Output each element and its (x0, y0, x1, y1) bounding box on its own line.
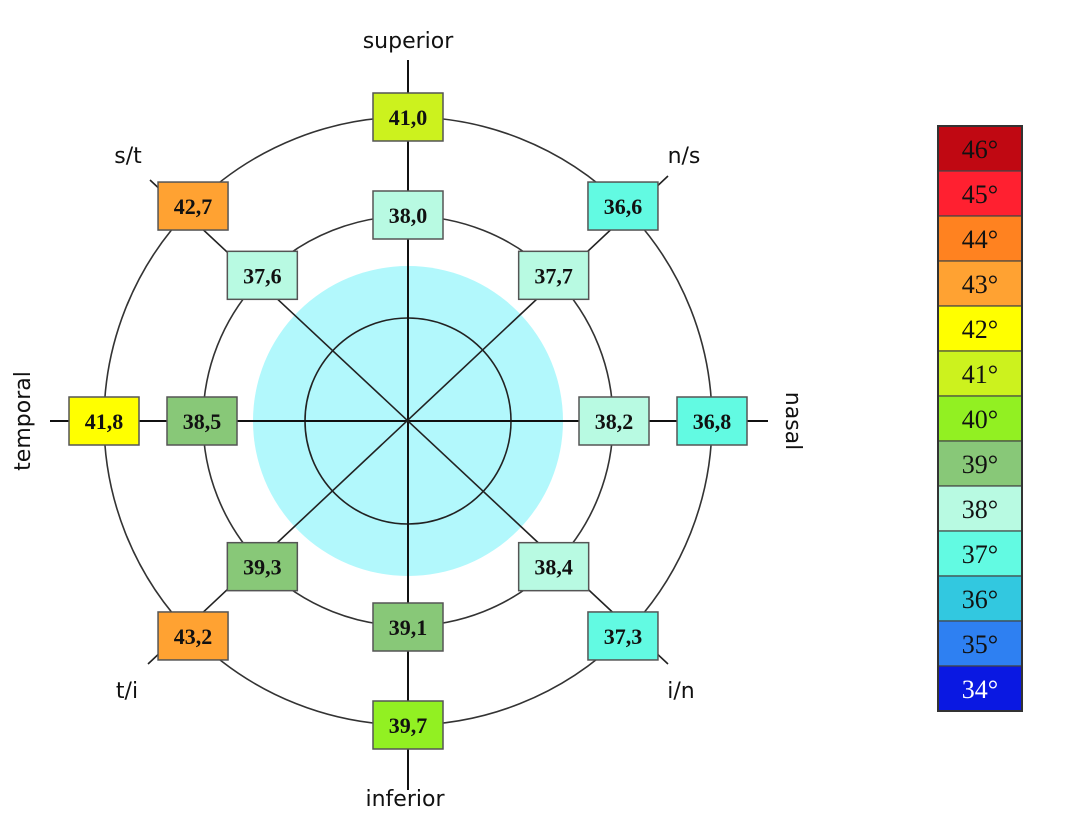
legend-cell: 46° (937, 125, 1023, 172)
legend-label: 45° (962, 180, 998, 209)
measurement-box-bg (587, 611, 659, 661)
measurement-value: 37,7 (534, 263, 573, 288)
legend-cell: 39° (937, 440, 1023, 487)
measurement-box-ns-inner: 37,7 (517, 250, 590, 301)
measurement-value: 42,7 (174, 194, 213, 219)
measurement-box-ti-inner: 39,3 (226, 541, 299, 592)
measurement-box-ti-outer: 43,2 (157, 611, 229, 661)
legend-cell: 42° (937, 305, 1023, 352)
legend-cell: 45° (937, 170, 1023, 217)
measurement-box-in-outer: 37,3 (587, 611, 659, 661)
legend-label: 40° (962, 405, 998, 434)
legend-swatch (937, 215, 1023, 262)
measurement-box-ns-outer: 36,6 (587, 181, 659, 231)
measurement-box-nasal-outer: 36,8 (676, 396, 748, 446)
measurement-value: 36,6 (604, 194, 643, 219)
legend-label: 42° (962, 315, 998, 344)
measurement-value: 37,6 (243, 263, 282, 288)
measurement-box-bg (587, 181, 659, 231)
legend-swatch (937, 125, 1023, 172)
measurement-box-bg (226, 541, 299, 592)
legend-cell: 36° (937, 575, 1023, 622)
legend-cell: 38° (937, 485, 1023, 532)
legend-cell: 34° (937, 665, 1023, 712)
measurement-value: 39,7 (389, 713, 428, 738)
legend-label: 38° (962, 495, 998, 524)
legend-swatch (937, 575, 1023, 622)
polar-grid (50, 60, 768, 790)
label-in: i/n (667, 679, 694, 704)
legend-cell: 41° (937, 350, 1023, 397)
label-st: s/t (114, 144, 142, 169)
measurement-value: 38,0 (389, 203, 428, 228)
legend-label: 41° (962, 360, 998, 389)
measurement-value: 38,4 (534, 555, 573, 580)
measurement-box-bg (676, 396, 748, 446)
label-superior: superior (363, 29, 455, 54)
measurement-box-in-inner: 38,4 (517, 541, 590, 592)
legend-cell: 44° (937, 215, 1023, 262)
measurement-value: 41,8 (85, 409, 124, 434)
legend-cell: 40° (937, 395, 1023, 442)
measurement-value: 38,5 (183, 409, 222, 434)
measurement-box-bg (157, 611, 229, 661)
measurement-box-st-inner: 37,6 (226, 250, 299, 301)
label-nasal: nasal (780, 392, 805, 450)
legend-border (937, 125, 1023, 712)
measurement-value: 38,2 (595, 409, 634, 434)
measurement-box-temporal-outer: 41,8 (68, 396, 140, 446)
measurement-box-bg (578, 396, 650, 446)
legend-label: 34° (962, 675, 998, 704)
legend-cell: 37° (937, 530, 1023, 577)
color-scale-legend: 46° 45° 44° 43° 42° 41° 40° 39° 38° 37° 36° 35° 34° (937, 125, 1023, 712)
legend-label: 35° (962, 630, 998, 659)
measurement-box-bg (372, 700, 444, 750)
legend-label: 43° (962, 270, 998, 299)
label-inferior: inferior (366, 787, 446, 812)
legend-label: 44° (962, 225, 998, 254)
label-temporal: temporal (11, 371, 36, 471)
measurement-value: 39,1 (389, 615, 428, 640)
legend-cell: 35° (937, 620, 1023, 667)
measurement-box-inferior-inner: 39,1 (372, 602, 444, 652)
measurement-value: 41,0 (389, 105, 428, 130)
legend-swatch (937, 350, 1023, 397)
measurement-box-inferior-outer: 39,7 (372, 700, 444, 750)
legend-cell: 43° (937, 260, 1023, 307)
legend-label: 37° (962, 540, 998, 569)
label-ti: t/i (116, 679, 138, 704)
measurement-box-bg (226, 250, 299, 301)
measurement-box-superior-outer: 41,0 (372, 92, 444, 142)
legend-label: 39° (962, 450, 998, 479)
measurement-box-nasal-inner: 38,2 (578, 396, 650, 446)
measurement-box-bg (372, 190, 444, 240)
legend-swatch (937, 170, 1023, 217)
measurement-box-st-outer: 42,7 (157, 181, 229, 231)
measurement-value: 37,3 (604, 624, 643, 649)
measurement-boxes: 41,0 38,0 42,7 37,6 36,6 37,7 41,8 38,5 36,8 38,2… (68, 92, 748, 750)
measurement-box-bg (372, 92, 444, 142)
measurement-box-superior-inner: 38,0 (372, 190, 444, 240)
measurement-box-bg (68, 396, 140, 446)
measurement-box-bg (166, 396, 238, 446)
label-ns: n/s (668, 144, 701, 169)
measurement-box-bg (372, 602, 444, 652)
measurement-box-bg (517, 541, 590, 592)
measurement-value: 39,3 (243, 555, 282, 580)
measurement-box-bg (157, 181, 229, 231)
legend-label: 46° (962, 135, 998, 164)
measurement-box-bg (517, 250, 590, 301)
measurement-value: 43,2 (174, 624, 213, 649)
legend-label: 36° (962, 585, 998, 614)
measurement-value: 36,8 (693, 409, 732, 434)
measurement-box-temporal-inner: 38,5 (166, 396, 238, 446)
